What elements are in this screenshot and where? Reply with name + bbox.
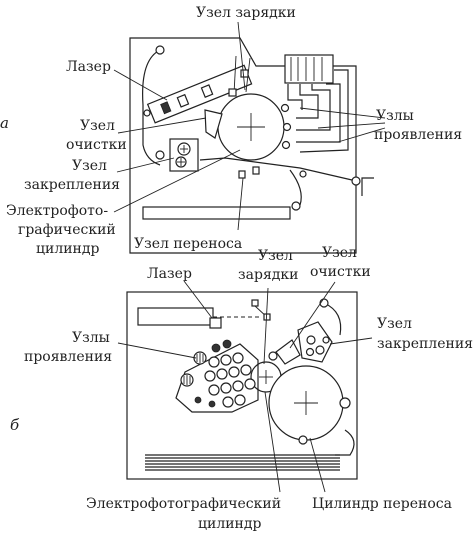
top-transfer-unit	[252, 166, 260, 175]
bottom-label-laser: Лазер	[147, 266, 192, 282]
bottom-label-fixing-2: закрепления	[377, 336, 473, 352]
bottom-label-drum-1: Электрофотографический	[86, 496, 281, 512]
top-label-developing-1: Узлы	[376, 108, 414, 124]
top-label-charge-unit: Узел зарядки	[196, 5, 296, 21]
bottom-label-charge-2: зарядки	[238, 267, 298, 283]
top-label-drum-3: цилиндр	[36, 241, 100, 257]
bottom-label-developing-1: Узлы	[72, 330, 110, 346]
top-left-paper-path	[142, 49, 161, 166]
top-label-developing-2: проявления	[374, 127, 462, 143]
top-label-cleaning-2: очистки	[66, 137, 127, 153]
bottom-paper-tray	[145, 454, 340, 471]
bottom-label-drum-2: цилиндр	[198, 516, 262, 532]
top-guide-roller	[143, 109, 151, 117]
bottom-label-cleaning-1: Узел	[322, 245, 357, 261]
top-cleaning-unit	[204, 109, 223, 139]
top-laser-unit	[146, 64, 253, 124]
top-guide-roller	[155, 150, 165, 160]
top-fixing-unit	[169, 138, 199, 172]
top-mirror	[228, 88, 237, 97]
top-label-laser: Лазер	[66, 59, 111, 75]
top-diagram-tag: а	[0, 114, 9, 132]
bottom-printer-diagram: б Лазер Узел зарядки Узел очистки Узлы п…	[10, 245, 473, 532]
top-paper-tray	[142, 206, 291, 220]
top-outlet-guide	[361, 177, 374, 196]
bottom-label-developing-2: проявления	[24, 349, 112, 365]
top-developing-units	[284, 54, 349, 153]
bottom-laser-unit	[137, 307, 214, 326]
top-transfer-unit	[238, 170, 246, 179]
top-transfer-path	[199, 157, 353, 181]
top-guide-roller	[155, 45, 165, 55]
top-label-fixing-2: закрепления	[24, 177, 120, 193]
top-label-cleaning-1: Узел	[80, 118, 115, 134]
bottom-cleaning-unit	[275, 339, 301, 365]
top-label-drum-2: графический	[18, 222, 116, 238]
bottom-label-charge-1: Узел	[258, 248, 293, 264]
bottom-output-path	[335, 429, 355, 456]
bottom-developing-units	[175, 317, 259, 413]
top-label-drum-1: Электрофото-	[6, 203, 108, 219]
bottom-housing	[126, 291, 358, 480]
bottom-label-transfer-cylinder: Цилиндр переноса	[312, 496, 452, 512]
bottom-fixing-unit	[297, 298, 342, 363]
top-label-fixing-1: Узел	[72, 158, 107, 174]
bottom-label-cleaning-2: очистки	[310, 264, 371, 280]
bottom-label-fixing-1: Узел	[377, 316, 412, 332]
top-mirror	[240, 69, 249, 78]
bottom-diagram-tag: б	[10, 416, 20, 434]
top-printer-diagram: а Узел зарядки Лазер Узел очистки Узел з…	[0, 5, 462, 257]
bottom-mirror	[251, 299, 259, 307]
top-label-transfer-unit: Узел переноса	[134, 236, 242, 252]
